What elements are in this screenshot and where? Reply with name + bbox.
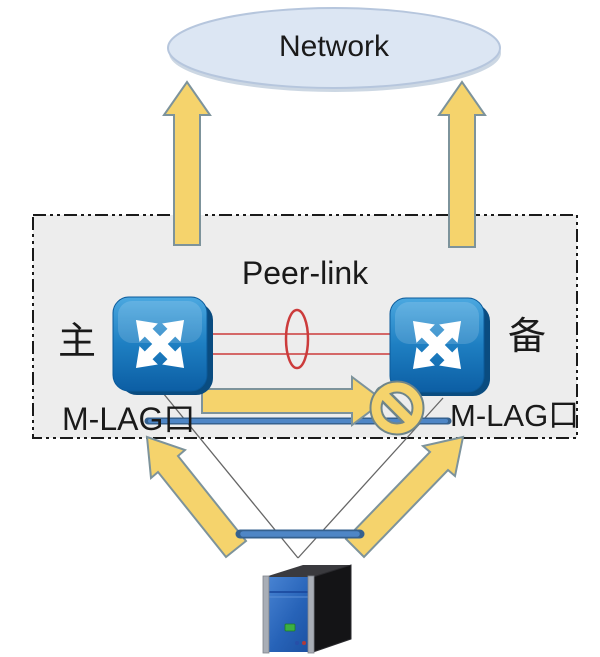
server-led <box>284 623 296 632</box>
peer-link-loop-ellipse <box>284 308 310 370</box>
mlag-port-left-label: M-LAG口 <box>62 401 196 437</box>
server-traffic-arrow-left <box>145 435 248 559</box>
server-icon <box>262 564 352 654</box>
mlag-port-right-label: M-LAG口 <box>450 398 580 433</box>
network-cloud <box>167 7 501 92</box>
backup-switch-label: 备 <box>508 316 547 358</box>
peer-link-lines <box>206 308 391 370</box>
switch-right-icon <box>388 296 491 397</box>
server-traffic-arrow-right <box>344 435 465 559</box>
network-label: Network <box>278 30 390 63</box>
traffic-arrow-to-peer <box>201 375 386 427</box>
uplink-arrow-left <box>162 80 212 246</box>
master-switch-label: 主 <box>58 321 97 363</box>
switch-left-icon <box>111 295 214 396</box>
uplink-arrow-right <box>437 80 487 248</box>
peer-link-label: Peer-link <box>241 255 369 291</box>
block-icon <box>369 380 425 436</box>
